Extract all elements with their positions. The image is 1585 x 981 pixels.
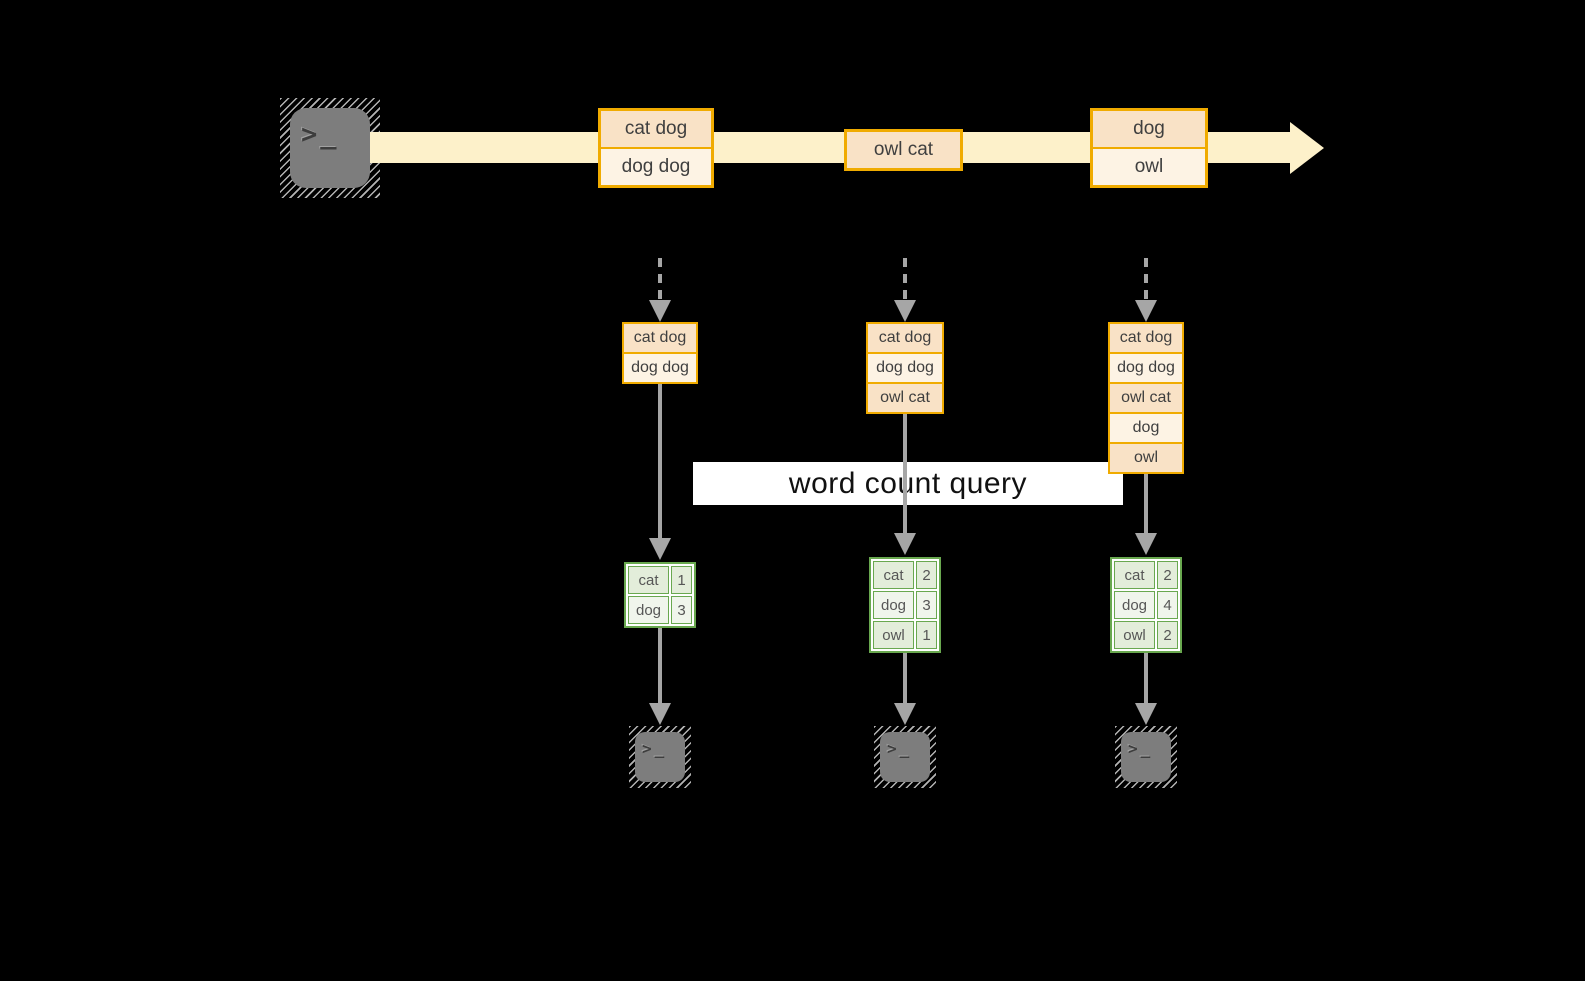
trigger-arrow-dashed (1144, 258, 1148, 300)
terminal-prompt-icon: >_ (1128, 739, 1151, 758)
arrowhead-down-icon (894, 533, 916, 555)
wordcount-result-table-3: cat 2 dog 4 owl 2 (1110, 557, 1182, 653)
query-arrow (658, 384, 662, 538)
stream-source-terminal-icon: >_ (280, 98, 380, 198)
sink-terminal-icon-2: >_ (874, 726, 936, 788)
state-row: cat dog (624, 324, 696, 352)
state-row: owl cat (1110, 384, 1182, 412)
count-cell: 2 (1157, 561, 1178, 589)
output-arrow (658, 628, 662, 703)
terminal-screen: >_ (635, 732, 685, 782)
arrowhead-down-icon (649, 300, 671, 322)
query-arrow (1144, 474, 1148, 533)
terminal-prompt-icon: >_ (887, 739, 910, 758)
terminal-prompt-icon: >_ (301, 119, 337, 150)
arrowhead-down-icon (649, 703, 671, 725)
stream-batch-3: dog owl (1090, 108, 1208, 188)
batch-row: cat dog (601, 111, 711, 147)
batch-row: dog dog (601, 149, 711, 185)
arrowhead-down-icon (649, 538, 671, 560)
state-row: cat dog (1110, 324, 1182, 352)
state-row: cat dog (868, 324, 942, 352)
batch-row: dog (1093, 111, 1205, 147)
word-cell: owl (873, 621, 914, 649)
count-cell: 2 (1157, 621, 1178, 649)
arrowhead-down-icon (1135, 703, 1157, 725)
trigger-arrow-dashed (658, 258, 662, 300)
terminal-screen: >_ (290, 108, 370, 188)
word-cell: dog (873, 591, 914, 619)
count-cell: 1 (916, 621, 937, 649)
input-state-table-1: cat dog dog dog (622, 322, 698, 384)
input-state-table-3: cat dog dog dog owl cat dog owl (1108, 322, 1184, 474)
count-cell: 3 (671, 596, 692, 624)
state-row: dog dog (624, 354, 696, 382)
count-cell: 4 (1157, 591, 1178, 619)
word-cell: cat (628, 566, 669, 594)
state-row: owl (1110, 444, 1182, 472)
wordcount-result-table-2: cat 2 dog 3 owl 1 (869, 557, 941, 653)
state-row: dog (1110, 414, 1182, 442)
sink-terminal-icon-1: >_ (629, 726, 691, 788)
query-label: word count query (693, 462, 1123, 505)
query-label-text: word count query (788, 466, 1028, 500)
arrowhead-down-icon (1135, 300, 1157, 322)
count-cell: 3 (916, 591, 937, 619)
word-cell: owl (1114, 621, 1155, 649)
terminal-prompt-icon: >_ (642, 739, 665, 758)
wordcount-result-table-1: cat 1 dog 3 (624, 562, 696, 628)
output-arrow (903, 653, 907, 703)
batch-row: owl (1093, 149, 1205, 185)
stream-batch-2: owl cat (844, 129, 963, 171)
state-row: dog dog (868, 354, 942, 382)
arrowhead-down-icon (894, 703, 916, 725)
terminal-screen: >_ (880, 732, 930, 782)
state-row: dog dog (1110, 354, 1182, 382)
arrowhead-down-icon (894, 300, 916, 322)
state-row: owl cat (868, 384, 942, 412)
output-arrow (1144, 653, 1148, 703)
count-cell: 1 (671, 566, 692, 594)
stream-arrowhead-icon (1290, 122, 1324, 174)
query-arrow (903, 414, 907, 533)
arrowhead-down-icon (1135, 533, 1157, 555)
input-state-table-2: cat dog dog dog owl cat (866, 322, 944, 414)
terminal-screen: >_ (1121, 732, 1171, 782)
count-cell: 2 (916, 561, 937, 589)
sink-terminal-icon-3: >_ (1115, 726, 1177, 788)
word-cell: cat (1114, 561, 1155, 589)
word-cell: cat (873, 561, 914, 589)
trigger-arrow-dashed (903, 258, 907, 300)
batch-row: owl cat (847, 132, 960, 168)
stream-batch-1: cat dog dog dog (598, 108, 714, 188)
word-cell: dog (1114, 591, 1155, 619)
word-cell: dog (628, 596, 669, 624)
